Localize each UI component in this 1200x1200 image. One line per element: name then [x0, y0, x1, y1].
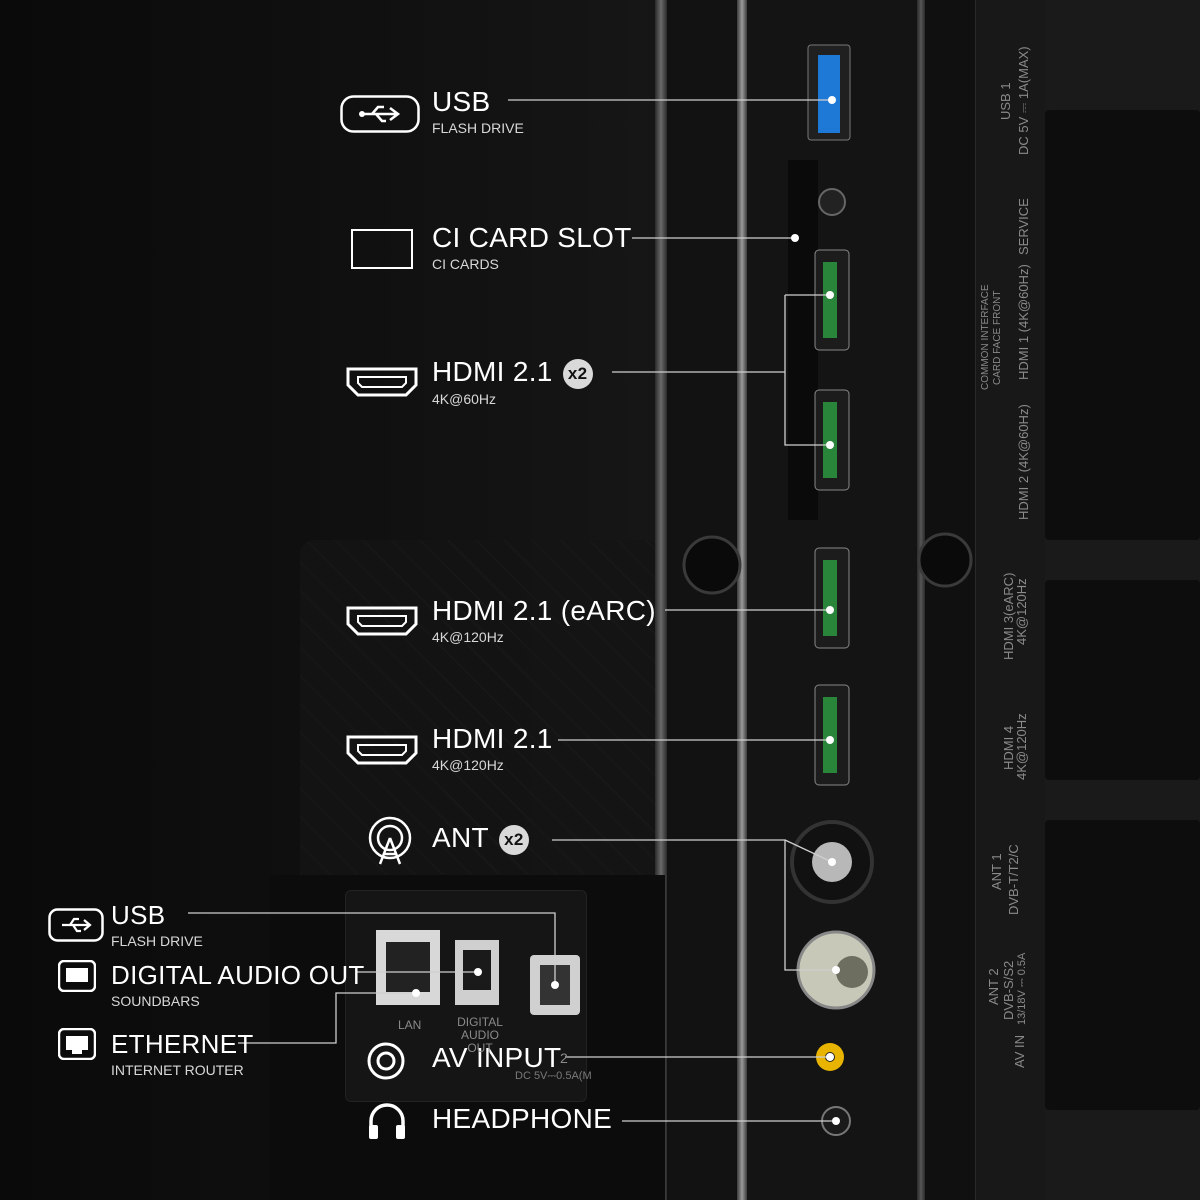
marking-usb1: USB 1 — [998, 82, 1013, 120]
chassis-rail-2 — [917, 0, 925, 1200]
ant-2-pin — [836, 956, 868, 988]
hdmi-x2-callout: HDMI 2.1 x2 4K@60Hz — [432, 356, 593, 407]
hdmi-x2-badge: x2 — [562, 358, 593, 389]
leader-lines — [188, 99, 836, 1122]
usb-top-callout: USB FLASH DRIVE — [432, 86, 524, 136]
hdmi-120-icon — [346, 735, 418, 765]
marking-hdmi3-rate: 4K@120Hz — [1014, 578, 1029, 645]
usb-bottom-title: USB — [111, 900, 166, 930]
marking-usb1-power: DC 5V ⎓ 1A(MAX) — [1016, 46, 1031, 155]
marking-ant2-std: DVB-S/S2 — [1001, 960, 1016, 1020]
hdmi-x2-title: HDMI 2.1 — [432, 356, 553, 387]
headphone-icon — [369, 1103, 405, 1139]
screw — [682, 535, 742, 595]
hdmi-120-sub: 4K@120Hz — [432, 757, 504, 773]
hdmi-4-port — [814, 684, 850, 786]
hdmi-earc-callout: HDMI 2.1 (eARC) 4K@120Hz — [432, 595, 656, 645]
headphone-title: HEADPHONE — [432, 1103, 613, 1134]
av-input-title: AV INPUT — [432, 1042, 562, 1073]
marking-hdmi1: HDMI 1 (4K@60Hz) — [1016, 264, 1031, 380]
usb-icon — [340, 95, 420, 133]
hdmi-earc-title: HDMI 2.1 (eARC) — [432, 595, 656, 626]
ethernet-callout: ETHERNET INTERNET ROUTER — [111, 1029, 254, 1078]
hdmi-120-callout: HDMI 2.1 4K@120Hz — [432, 723, 553, 773]
optical-icon — [58, 960, 96, 992]
antenna-icon — [368, 816, 412, 865]
chassis-rail — [737, 0, 747, 1200]
marking-lan: LAN — [398, 1018, 422, 1032]
service-jack — [818, 188, 846, 216]
ci-title: CI CARD SLOT — [432, 222, 632, 253]
usb-top-sub: FLASH DRIVE — [432, 120, 524, 136]
hdmi-1-port — [814, 249, 850, 351]
side-channel — [925, 0, 975, 1200]
screw-2 — [917, 532, 973, 588]
marking-hdmi4-rate: 4K@120Hz — [1014, 713, 1029, 780]
ethernet-title: ETHERNET — [111, 1029, 254, 1059]
usb-top-tongue — [818, 55, 840, 133]
ci-callout: CI CARD SLOT CI CARDS — [432, 222, 632, 272]
digital-audio-title: DIGITAL AUDIO OUT — [111, 960, 365, 990]
marking-ant2-power: 13/18V ⎓ 0.5A — [1016, 952, 1028, 1025]
hdmi-3-port — [814, 547, 850, 649]
right-recess-3 — [1045, 820, 1200, 1110]
ci-sub: CI CARDS — [432, 256, 499, 272]
headphone-callout: HEADPHONE — [432, 1103, 612, 1135]
hdmi-x2-sub: 4K@60Hz — [432, 390, 497, 407]
marking-ant2: ANT 2 — [986, 968, 1001, 1005]
marking-usb2: 2 — [560, 1050, 568, 1066]
ant-badge: x2 — [498, 824, 529, 855]
usb-bottom-icon — [48, 908, 104, 942]
usb-bottom-sub: FLASH DRIVE — [111, 933, 203, 949]
right-recess-2 — [1045, 580, 1200, 780]
marking-av-in: AV IN — [1012, 1035, 1027, 1068]
marking-ant1: ANT 1 — [989, 853, 1004, 890]
ethernet-sub: INTERNET ROUTER — [111, 1062, 244, 1078]
marking-card-face-front: CARD FACE FRONT — [992, 290, 1003, 385]
marking-hdmi2: HDMI 2 (4K@60Hz) — [1016, 404, 1031, 520]
ci-board — [788, 160, 818, 520]
av-input-icon — [367, 1042, 405, 1080]
digital-audio-callout: DIGITAL AUDIO OUT SOUNDBARS — [111, 960, 365, 1009]
ant-callout: ANT x2 — [432, 822, 529, 855]
marking-service: SERVICE — [1016, 198, 1031, 255]
usb-bottom-callout: USB FLASH DRIVE — [111, 900, 203, 949]
right-recess-1 — [1045, 110, 1200, 540]
av-input-callout: AV INPUT — [432, 1042, 561, 1074]
hdmi-earc-icon — [346, 606, 418, 636]
usb-top-title: USB — [432, 86, 491, 117]
marking-usb2-power: DC 5V⎓0.5A(M — [515, 1070, 592, 1082]
chassis-channel — [667, 0, 737, 1200]
hdmi-120-title: HDMI 2.1 — [432, 723, 553, 754]
ant-title: ANT — [432, 822, 489, 853]
marking-column — [975, 0, 1046, 1200]
marking-common-interface: COMMON INTERFACE — [980, 284, 991, 390]
marking-digital-audio-out: DIGITAL AUDIO OUT — [457, 1015, 503, 1055]
marking-ant1-std: DVB-T/T2/C — [1006, 844, 1021, 915]
hdmi-earc-sub: 4K@120Hz — [432, 629, 504, 645]
ci-card-icon — [351, 229, 413, 269]
digital-audio-sub: SOUNDBARS — [111, 993, 200, 1009]
hdmi-icon — [346, 367, 418, 397]
hdmi-2-port — [814, 389, 850, 491]
ethernet-icon — [58, 1028, 96, 1060]
